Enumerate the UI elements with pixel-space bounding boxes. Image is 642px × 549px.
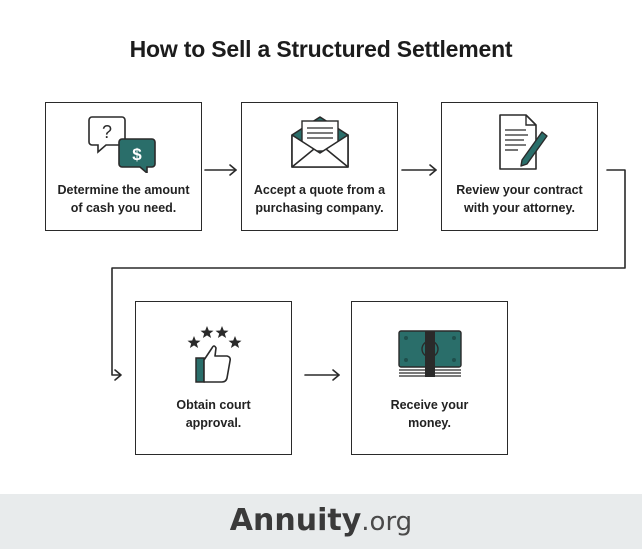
svg-text:$: $: [132, 145, 142, 164]
brand-domain: .org: [361, 507, 413, 537]
step-accept-quote: Accept a quote from a purchasing company…: [241, 102, 398, 231]
arrow-step3-to-step4: [111, 169, 626, 381]
step-label: Review your contract with your attorney.: [456, 183, 583, 215]
step-review-contract: Review your contract with your attorney.: [441, 102, 598, 231]
step-label: Obtain court approval.: [176, 398, 251, 430]
step-determine-amount: ? $ Determine the amount of cash you nee…: [45, 102, 202, 231]
thumbs-up-stars-icon: [187, 326, 241, 383]
diagram-title: How to Sell a Structured Settlement: [129, 36, 513, 62]
arrow-step1-to-step2: [204, 164, 237, 176]
envelope-letter-icon: [290, 116, 349, 168]
step-label: Accept a quote from a purchasing company…: [253, 183, 386, 215]
brand-name: Annuity: [229, 503, 362, 538]
arrow-step4-to-step5: [304, 369, 340, 381]
svg-text:?: ?: [101, 122, 111, 142]
question-dollar-chat-icon: ? $: [87, 116, 156, 173]
step-receive-money: Receive your money.: [351, 301, 508, 455]
arrow-step2-to-step3: [401, 164, 437, 176]
step-label: Receive your money.: [390, 398, 469, 430]
brand-logo[interactable]: Annuity.org: [230, 503, 412, 538]
document-pen-icon: [498, 114, 548, 170]
footer-banner: Annuity.org: [0, 494, 642, 549]
step-label: Determine the amount of cash you need.: [57, 183, 190, 215]
step-court-approval: Obtain court approval.: [135, 301, 292, 455]
money-stack-icon: [397, 330, 462, 377]
